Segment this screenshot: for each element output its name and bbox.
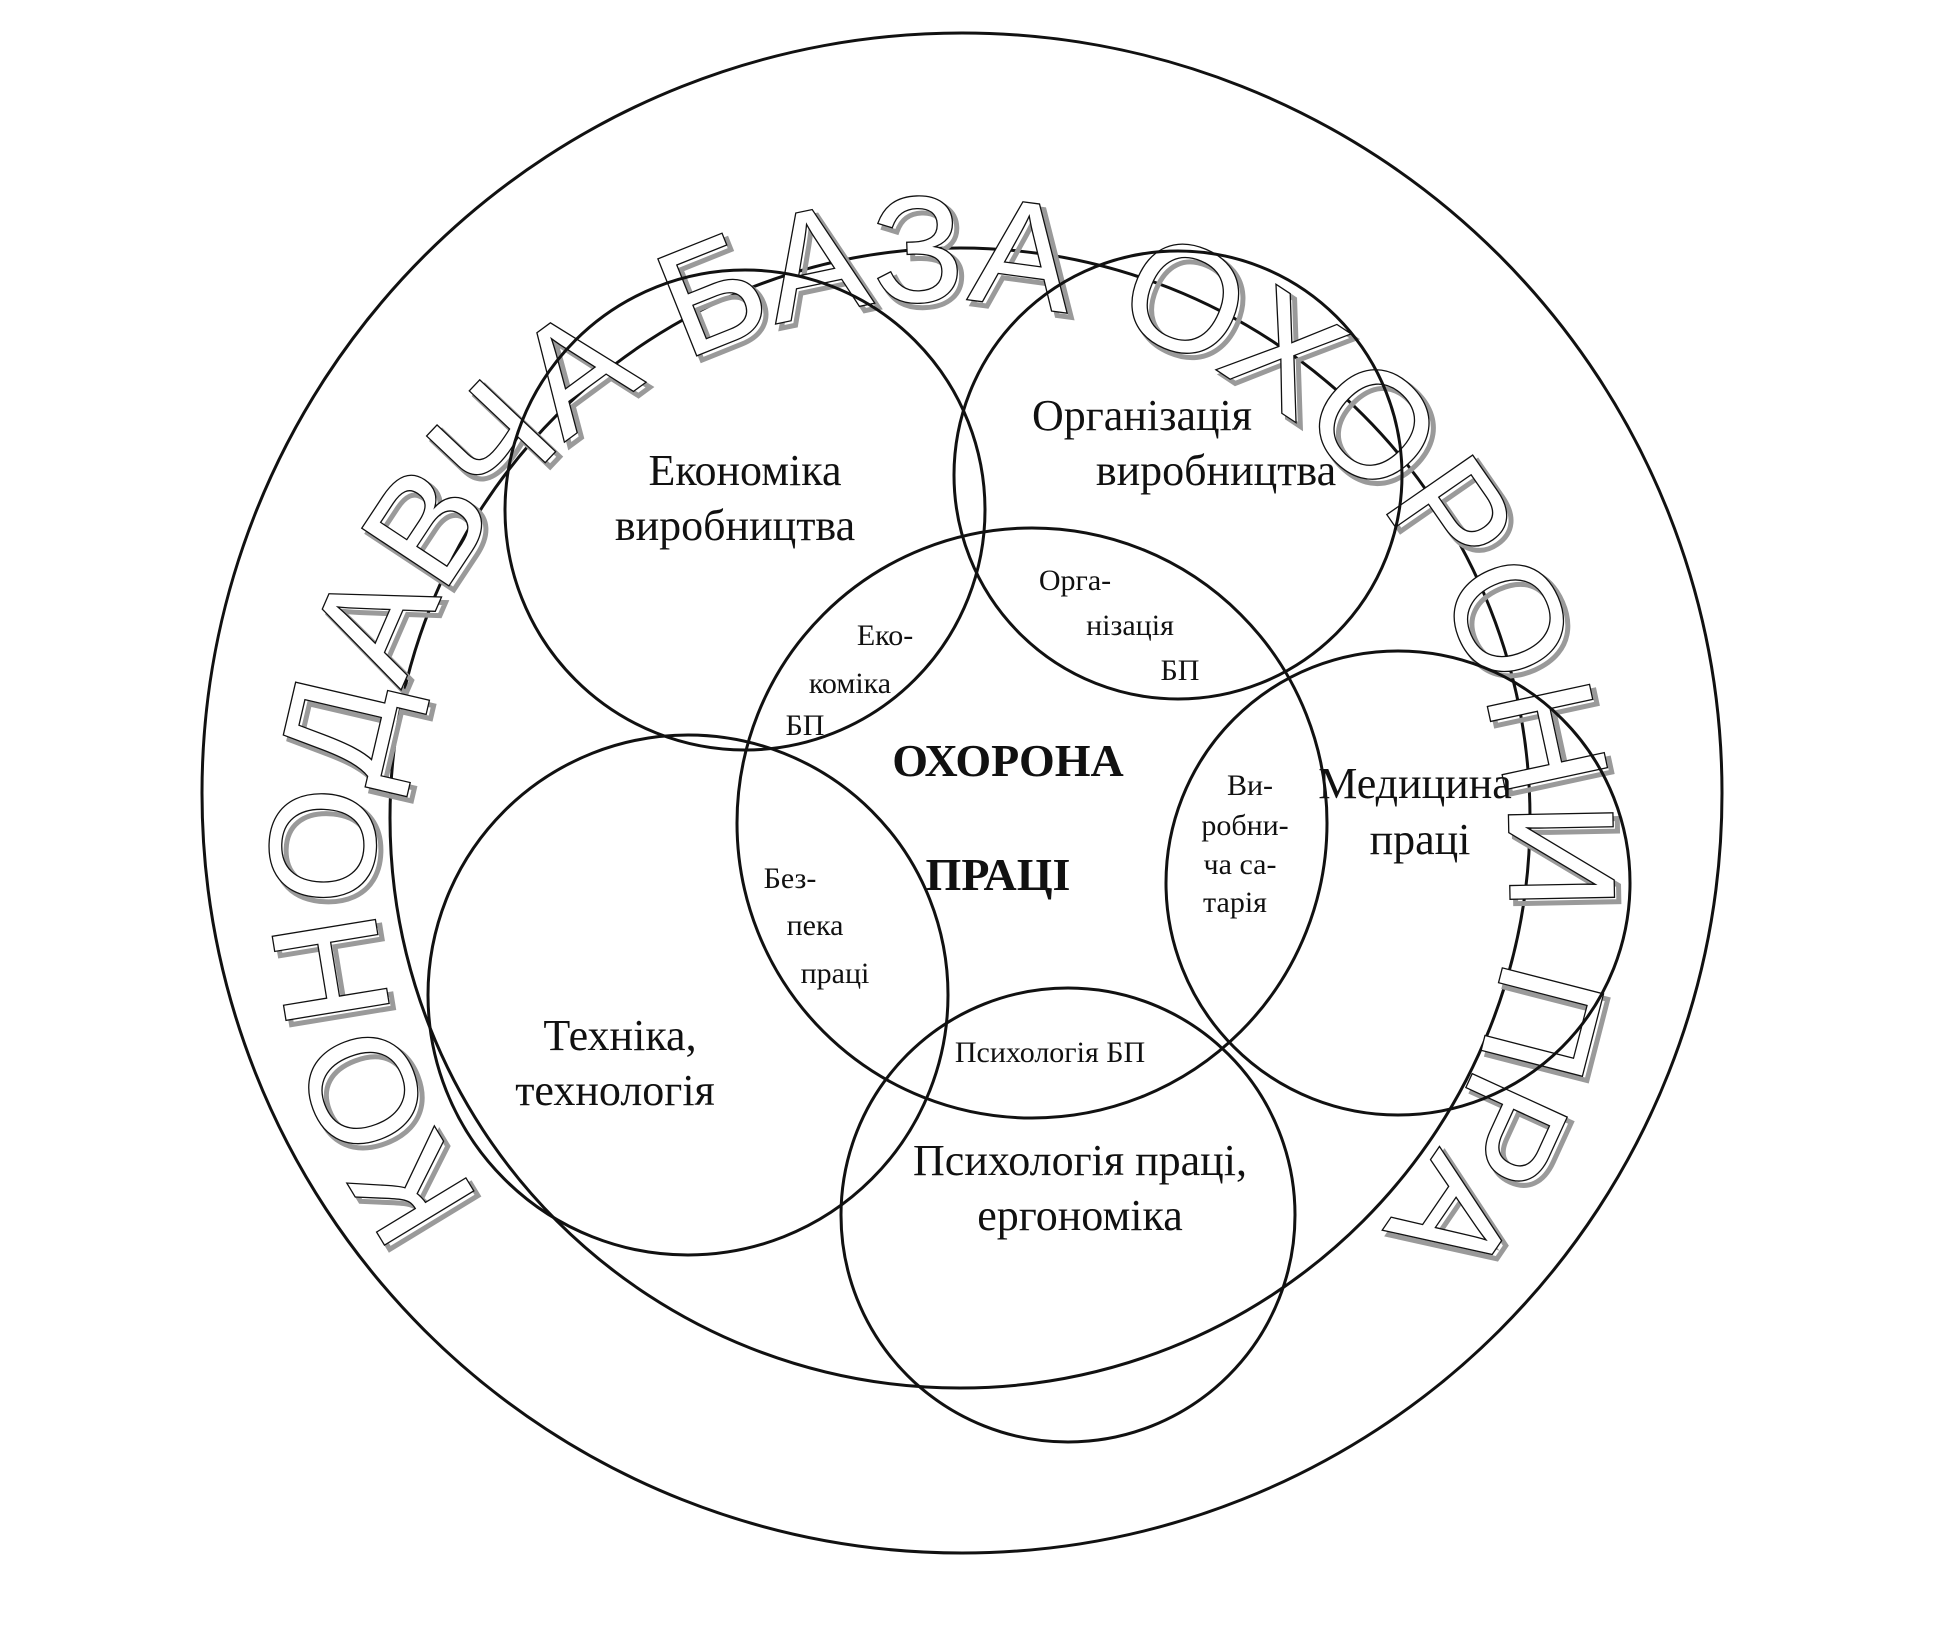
- sanitation-label-2: робни-: [1201, 809, 1288, 842]
- overlap-labels: Еко- коміка БП Орга- нізація БП Ви- робн…: [764, 564, 1289, 1069]
- safety-label-2: пека: [787, 909, 844, 942]
- organization-bp-label-3: БП: [1161, 654, 1200, 687]
- economics-label-1: Економіка: [648, 446, 841, 495]
- psychology-circle: [839, 986, 1297, 1444]
- psychology-label-2: ергономіка: [977, 1191, 1183, 1240]
- sanitation-label-1: Ви-: [1227, 769, 1273, 802]
- technology-label-2: технологія: [515, 1066, 715, 1115]
- medicine-circle: [1164, 649, 1632, 1117]
- organization-circle: [952, 249, 1404, 701]
- medicine-label-1: Медицина: [1318, 759, 1512, 808]
- technology-label-1: Техніка,: [543, 1011, 696, 1060]
- organization-bp-label-2: нізація: [1086, 609, 1174, 642]
- outer-boundary-circle: [200, 31, 1724, 1555]
- economics-bp-label-2: коміка: [809, 667, 891, 700]
- sanitation-label-3: ча са-: [1204, 848, 1277, 881]
- outer-labels: Економіка виробництва Організація виробн…: [515, 391, 1512, 1240]
- center-labels: ОХОРОНА ПРАЦІ: [892, 735, 1123, 900]
- economics-bp-label-3: БП: [786, 709, 825, 742]
- economics-bp-label-1: Еко-: [857, 619, 913, 652]
- technology-circle: [426, 733, 950, 1257]
- organization-label-2: виробництва: [1096, 446, 1336, 495]
- center-label-1: ОХОРОНА: [892, 735, 1123, 786]
- medicine-label-2: праці: [1370, 815, 1471, 864]
- inner-boundary-circle: [388, 246, 1532, 1390]
- organization-label-1: Організація: [1032, 391, 1252, 440]
- safety-label-1: Без-: [764, 862, 817, 895]
- safety-label-3: праці: [801, 957, 870, 990]
- sanitation-label-4: тарія: [1203, 886, 1267, 919]
- ring-title: ЗАКОНОДАВЧА БАЗА ОХОРОНИ ПРАЦІ: [0, 0, 1646, 1310]
- center-circle: [735, 526, 1329, 1120]
- organization-bp-label-1: Орга-: [1039, 564, 1111, 597]
- center-label-2: ПРАЦІ: [926, 849, 1071, 900]
- psychology-label-1: Психологія праці,: [913, 1136, 1247, 1185]
- economics-label-2: виробництва: [615, 501, 855, 550]
- psychology-bp-label: Психологія БП: [955, 1036, 1145, 1069]
